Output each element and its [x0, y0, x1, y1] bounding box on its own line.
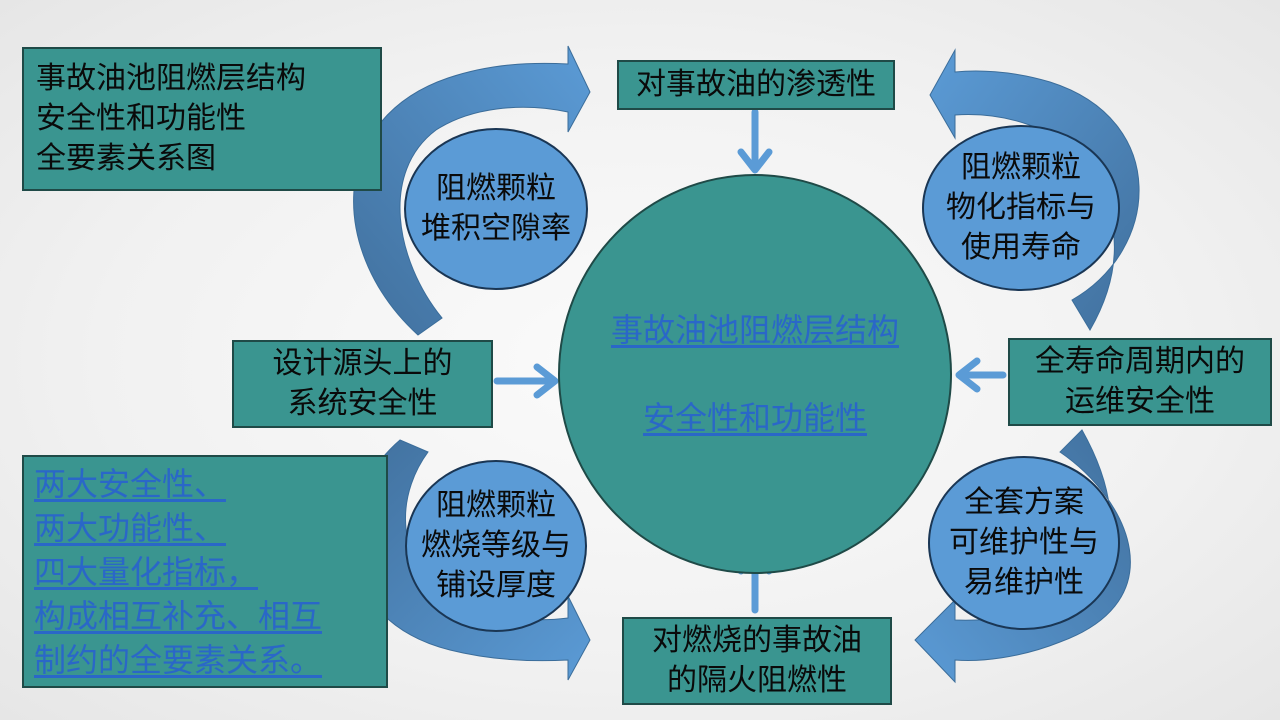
- left-box-line-2: 系统安全性: [287, 386, 438, 421]
- summary-line-2[interactable]: 两大功能性、: [34, 508, 227, 547]
- summary-box: 两大安全性、 两大功能性、 四大量化指标， 构成相互补充、相互 制约的全要素关系…: [22, 455, 388, 688]
- circle-void-ratio: 阻燃颗粒 堆积空隙率: [404, 128, 588, 290]
- right-box-line-2: 运维安全性: [1065, 384, 1215, 419]
- circle-physchem-line-1: 阻燃颗粒: [961, 150, 1081, 185]
- circle-combustion-line-1: 阻燃颗粒: [436, 488, 556, 523]
- title-line-3: 全要素关系图: [36, 141, 216, 176]
- summary-line-5[interactable]: 制约的全要素关系。: [34, 640, 323, 679]
- right-box-line-1: 全寿命周期内的: [1035, 344, 1245, 379]
- arrow-right-to-center: [955, 357, 1007, 393]
- circle-maintainability-line-2: 可维护性与: [949, 525, 1099, 560]
- summary-line-3[interactable]: 四大量化指标，: [34, 552, 259, 591]
- center-link-line-2[interactable]: 安全性和功能性: [642, 399, 867, 437]
- bottom-box-fire-retardancy: 对燃烧的事故油 的隔火阻燃性: [622, 617, 892, 705]
- title-box: 事故油池阻燃层结构 安全性和功能性 全要素关系图: [22, 47, 382, 191]
- bottom-box-line-1: 对燃烧的事故油: [652, 623, 862, 658]
- right-box-lifecycle-safety: 全寿命周期内的 运维安全性: [1008, 338, 1272, 426]
- arrow-top-to-center: [737, 108, 773, 174]
- left-box-design-safety: 设计源头上的 系统安全性: [232, 340, 493, 428]
- left-box-line-1: 设计源头上的: [272, 346, 453, 381]
- arrow-left-to-center: [493, 363, 559, 399]
- circle-physchem-lifespan: 阻燃颗粒 物化指标与 使用寿命: [922, 125, 1120, 291]
- circle-physchem-line-3: 使用寿命: [961, 230, 1081, 265]
- circle-combustion-line-2: 燃烧等级与: [421, 528, 571, 563]
- top-box-oil-permeability: 对事故油的渗透性: [617, 60, 895, 110]
- circle-combustion-line-3: 铺设厚度: [436, 568, 556, 603]
- circle-maintainability-line-1: 全套方案: [964, 485, 1084, 520]
- summary-line-1[interactable]: 两大安全性、: [34, 464, 227, 503]
- circle-void-ratio-line-2: 堆积空隙率: [421, 211, 571, 246]
- circle-void-ratio-line-1: 阻燃颗粒: [436, 171, 556, 206]
- title-line-2: 安全性和功能性: [36, 101, 246, 136]
- circle-combustion-thickness: 阻燃颗粒 燃烧等级与 铺设厚度: [405, 460, 587, 632]
- center-link-line-1[interactable]: 事故油池阻燃层结构: [610, 311, 899, 349]
- circle-maintainability-line-3: 易维护性: [964, 565, 1084, 600]
- center-circle: 事故油池阻燃层结构 安全性和功能性: [558, 174, 952, 574]
- top-box-text: 对事故油的渗透性: [636, 67, 876, 102]
- circle-physchem-line-2: 物化指标与: [946, 190, 1096, 225]
- title-line-1: 事故油池阻燃层结构: [36, 61, 306, 96]
- summary-line-4[interactable]: 构成相互补充、相互: [34, 596, 323, 635]
- bottom-box-line-2: 的隔火阻燃性: [667, 663, 847, 698]
- circle-maintainability: 全套方案 可维护性与 易维护性: [928, 456, 1120, 630]
